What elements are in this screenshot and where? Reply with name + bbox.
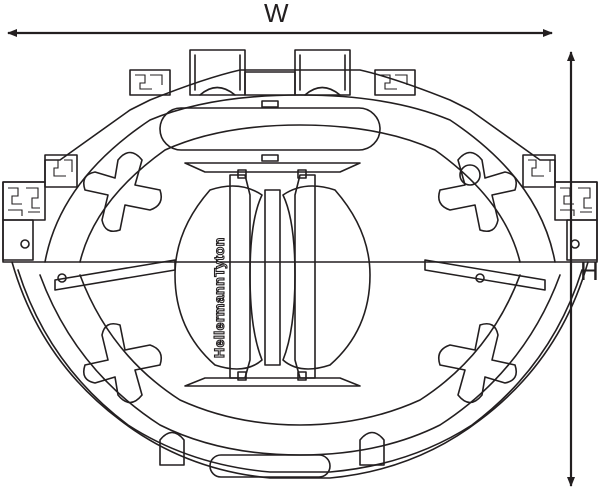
central-holder: [174, 162, 371, 387]
width-label: W: [264, 0, 289, 28]
brand-logo-text: HellermannTyton: [211, 237, 227, 358]
height-label: H: [580, 256, 599, 286]
inner-lanes: [39, 94, 561, 478]
right-clip-block: [459, 154, 598, 261]
cross-slots: [54, 151, 546, 466]
left-clip-block: [2, 154, 78, 261]
